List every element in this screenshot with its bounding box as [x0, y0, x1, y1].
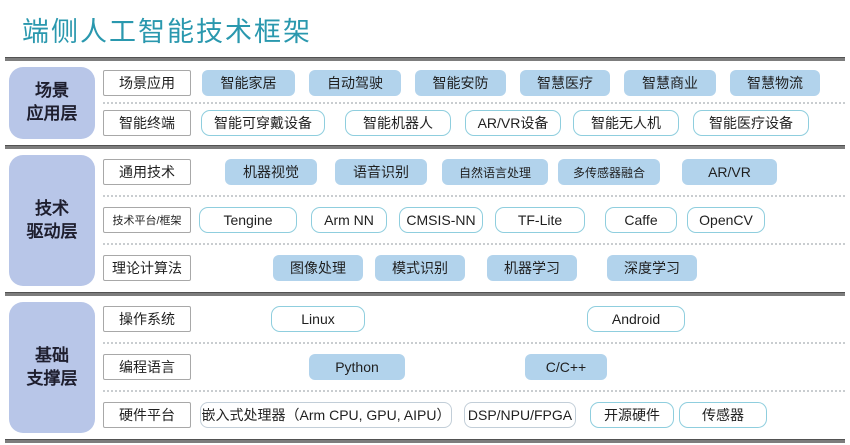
row-scene-applications: 场景应用 智能家居 自动驾驶 智能安防 智慧医疗 智慧商业 智慧物流: [103, 70, 845, 96]
box-wearable-devices: 智能可穿戴设备: [201, 110, 325, 136]
box-c-cpp: C/C++: [525, 354, 607, 380]
box-pattern-recognition: 模式识别: [375, 255, 465, 281]
layer-basic-content: 操作系统 Linux Android 编程语言 Python C/C++ 硬件平…: [103, 296, 845, 439]
box-nlp: 自然语言处理: [442, 159, 548, 185]
layer-technology-content: 通用技术 机器视觉 语音识别 自然语言处理 多传感器融合 AR/VR 技术平台/…: [103, 149, 845, 292]
box-smart-healthcare: 智慧医疗: [520, 70, 610, 96]
dotted-divider: [103, 243, 845, 245]
box-smart-medical-devices: 智能医疗设备: [693, 110, 809, 136]
box-linux: Linux: [271, 306, 365, 332]
box-machine-learning: 机器学习: [487, 255, 577, 281]
row-header-scene-application: 场景应用: [103, 70, 191, 96]
box-smart-business: 智慧商业: [624, 70, 716, 96]
separator-line-bottom: [5, 439, 845, 443]
box-image-processing: 图像处理: [273, 255, 363, 281]
row-programming-language: 编程语言 Python C/C++: [103, 354, 845, 380]
box-smart-drone: 智能无人机: [573, 110, 679, 136]
box-speech-recognition: 语音识别: [335, 159, 427, 185]
box-smart-logistics: 智慧物流: [730, 70, 820, 96]
row-operating-system: 操作系统 Linux Android: [103, 306, 845, 332]
row-header-theory-algorithm: 理论计算法: [103, 255, 191, 281]
box-tf-lite: TF-Lite: [495, 207, 585, 233]
dotted-divider: [103, 102, 845, 104]
row-platform-framework: 技术平台/框架 Tengine Arm NN CMSIS-NN TF-Lite …: [103, 207, 845, 233]
row-header-operating-system: 操作系统: [103, 306, 191, 332]
dotted-divider: [103, 195, 845, 197]
box-dsp-npu-fpga: DSP/NPU/FPGA: [464, 402, 576, 428]
box-ar-vr-devices: AR/VR设备: [465, 110, 561, 136]
row-header-smart-terminal: 智能终端: [103, 110, 191, 136]
dotted-divider: [103, 390, 845, 392]
box-smart-security: 智能安防: [415, 70, 506, 96]
box-opencv: OpenCV: [687, 207, 765, 233]
layer-label-technology-driver: 技术 驱动层: [9, 155, 95, 286]
row-header-hardware-platform: 硬件平台: [103, 402, 191, 428]
separator-line-1: [5, 145, 845, 149]
box-arm-nn: Arm NN: [311, 207, 387, 233]
box-caffe: Caffe: [605, 207, 677, 233]
row-smart-terminals: 智能终端 智能可穿戴设备 智能机器人 AR/VR设备 智能无人机 智能医疗设备: [103, 110, 845, 136]
box-sensor: 传感器: [679, 402, 767, 428]
layer-label-scene-application: 场景 应用层: [9, 67, 95, 139]
box-cmsis-nn: CMSIS-NN: [399, 207, 483, 233]
box-android: Android: [587, 306, 685, 332]
row-hardware-platform: 硬件平台 嵌入式处理器（Arm CPU, GPU, AIPU） DSP/NPU/…: [103, 402, 845, 428]
box-machine-vision: 机器视觉: [225, 159, 317, 185]
box-autonomous-driving: 自动驾驶: [309, 70, 401, 96]
box-ar-vr: AR/VR: [682, 159, 777, 185]
separator-line-top: [5, 57, 845, 61]
dotted-divider: [103, 342, 845, 344]
box-deep-learning: 深度学习: [607, 255, 697, 281]
box-smart-home: 智能家居: [202, 70, 295, 96]
layer-scene-content: 场景应用 智能家居 自动驾驶 智能安防 智慧医疗 智慧商业 智慧物流 智能终端 …: [103, 61, 845, 145]
row-header-programming-language: 编程语言: [103, 354, 191, 380]
box-python: Python: [309, 354, 405, 380]
row-header-general-technology: 通用技术: [103, 159, 191, 185]
box-tengine: Tengine: [199, 207, 297, 233]
box-multi-sensor-fusion: 多传感器融合: [558, 159, 660, 185]
box-smart-robot: 智能机器人: [345, 110, 451, 136]
layer-basic-support: 基础 支撑层 操作系统 Linux Android 编程语言 Python C/…: [0, 296, 850, 439]
box-open-source-hardware: 开源硬件: [590, 402, 674, 428]
page-title: 端侧人工智能技术框架: [22, 17, 312, 47]
row-general-technology: 通用技术 机器视觉 语音识别 自然语言处理 多传感器融合 AR/VR: [103, 159, 845, 185]
layer-scene-application: 场景 应用层 场景应用 智能家居 自动驾驶 智能安防 智慧医疗 智慧商业 智慧物…: [0, 61, 850, 145]
separator-line-2: [5, 292, 845, 296]
layer-label-basic-support: 基础 支撑层: [9, 302, 95, 433]
layer-technology-driver: 技术 驱动层 通用技术 机器视觉 语音识别 自然语言处理 多传感器融合 AR/V…: [0, 149, 850, 292]
row-header-platform-framework: 技术平台/框架: [103, 207, 191, 233]
box-embedded-processor: 嵌入式处理器（Arm CPU, GPU, AIPU）: [200, 402, 452, 428]
row-theory-algorithm: 理论计算法 图像处理 模式识别 机器学习 深度学习: [103, 255, 845, 281]
